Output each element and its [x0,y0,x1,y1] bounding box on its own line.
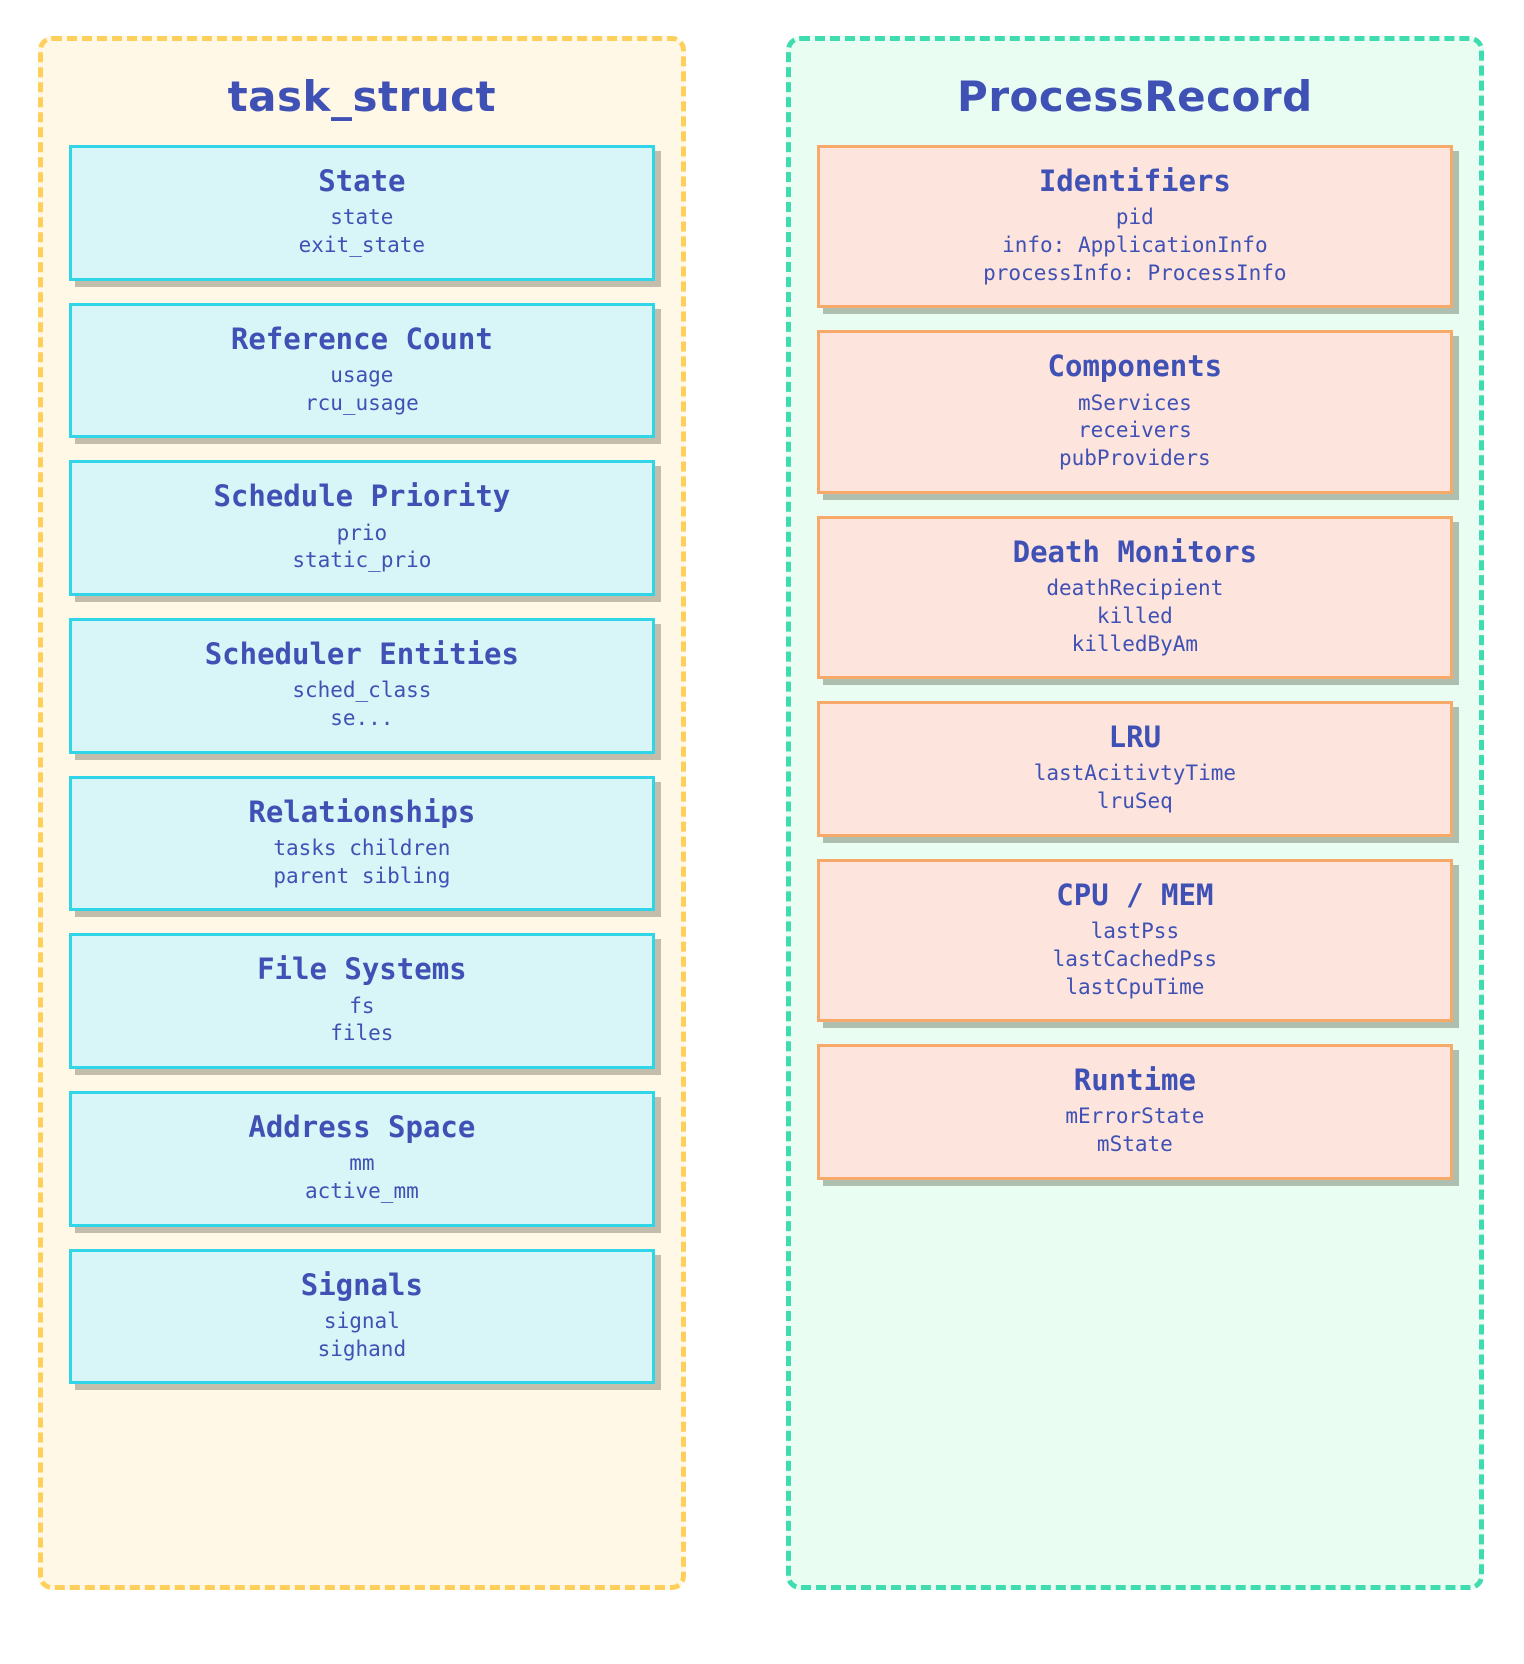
card-title: Reference Count [230,321,493,356]
card-field: pid [1115,205,1154,230]
card-field: static_prio [292,548,432,573]
card-field: lastCpuTime [1065,974,1205,999]
card-field: receivers [1077,418,1192,443]
card-field: killed [1096,603,1173,628]
card-reference-count[interactable]: Reference Count usage rcu_usage [69,302,655,439]
card-field: lastPss [1090,919,1180,944]
card-field: info: ApplicationInfo [1002,233,1268,258]
card-state[interactable]: State state exit_state [69,145,655,281]
card-field: sighand [317,1336,407,1361]
card-schedule-priority[interactable]: Schedule Priority prio static_prio [69,460,655,597]
card-field: tasks children [273,835,451,860]
card-field: mErrorState [1065,1104,1205,1129]
card-field: fs [349,993,375,1018]
card-field: deathRecipient [1046,576,1224,601]
card-field: killedByAm [1071,631,1199,656]
card-field: lastCachedPss [1052,946,1218,971]
card-title: State [318,164,406,199]
card-title: Death Monitors [1012,534,1258,569]
card-field: se... [330,706,394,730]
card-title: Relationships [248,794,476,829]
card-title: Components [1047,349,1223,384]
card-title: Address Space [248,1110,476,1145]
card-title: File Systems [257,952,467,987]
card-field: mServices [1077,390,1192,415]
card-field: pubProviders [1058,446,1211,471]
card-relationships[interactable]: Relationships tasks children parent siblin… [69,775,655,912]
card-title: Signals [300,1267,423,1302]
card-title: CPU / MEM [1056,877,1214,912]
card-file-systems[interactable]: File Systems fs files [69,933,655,1070]
card-field: files [330,1021,394,1046]
card-field: rcu_usage [304,390,419,415]
card-lru[interactable]: LRU lastAcitivtyTime lruSeq [816,701,1453,837]
card-title: Schedule Priority [213,479,511,514]
card-runtime[interactable]: Runtime mErrorState mState [816,1044,1453,1180]
card-field: mm [349,1151,375,1176]
card-title: LRU [1108,720,1162,755]
card-field: mState [1096,1132,1173,1157]
card-scheduler-entities[interactable]: Scheduler Entities sched_class se... [69,618,655,754]
card-field: parent sibling [273,863,451,888]
card-field: usage [330,362,394,387]
card-field: state [330,205,394,230]
card-field: sched_class [292,678,432,703]
panel-title-task-struct: task_struct [227,72,497,121]
card-components[interactable]: Components mServices receivers pubProviders [816,330,1453,494]
card-field: exit_state [298,233,426,258]
card-field: processInfo: ProcessInfo [983,260,1287,285]
card-field: lruSeq [1096,789,1173,814]
panel-title-process-record: ProcessRecord [957,72,1313,121]
card-signals[interactable]: Signals signal sighand [69,1248,655,1385]
card-title: Scheduler Entities [204,637,519,672]
card-title: Runtime [1073,1063,1196,1098]
card-field: signal [323,1308,400,1333]
panel-process-record: ProcessRecord Identifiers pid info: Applic… [785,36,1484,1590]
card-title: Identifiers [1038,164,1231,199]
card-field: lastAcitivtyTime [1033,761,1236,786]
card-field: active_mm [304,1178,419,1203]
card-field: prio [336,520,388,545]
